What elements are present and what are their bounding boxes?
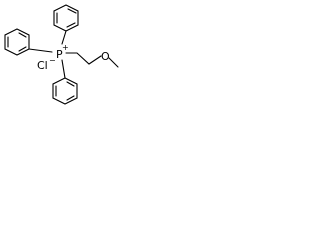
bond-p-phenyl-left <box>28 48 53 53</box>
chloride-charge: − <box>49 56 56 65</box>
phenyl-ring-top <box>53 4 79 32</box>
phenyl-ring-bottom <box>52 77 78 105</box>
structure-diagram: P + O Cl − <box>4 4 119 105</box>
phosphorus-charge: + <box>62 43 69 52</box>
phosphorus-label: P <box>56 48 63 61</box>
phenyl-ring-left <box>4 28 30 56</box>
oxygen-label: O <box>101 50 110 63</box>
methoxyethyl-chain <box>65 52 119 68</box>
bond-p-phenyl-top <box>61 30 67 45</box>
chloride-label: Cl <box>37 59 48 72</box>
bond-p-phenyl-bottom <box>61 59 66 79</box>
